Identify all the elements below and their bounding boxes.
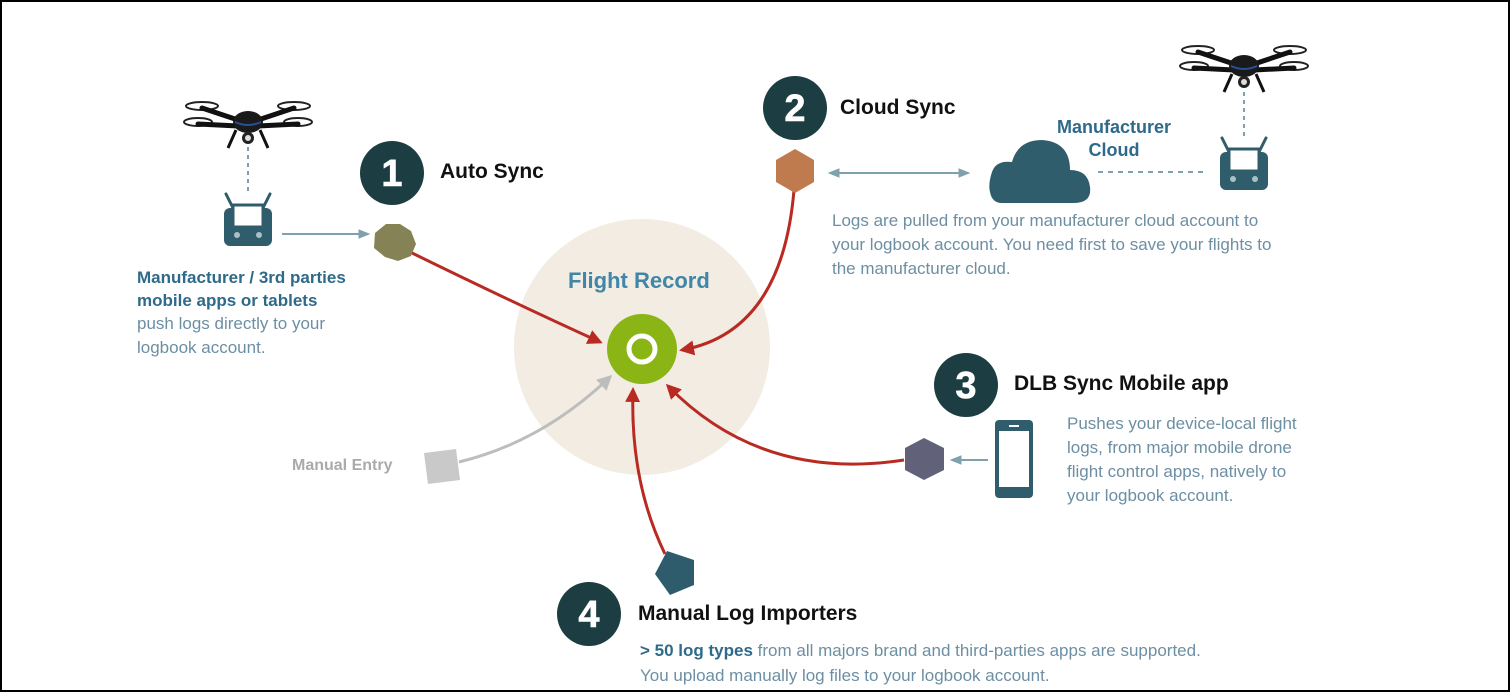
auto-sync-source-title: Manufacturer / 3rd parties mobile apps o… [137,266,346,312]
arrow-manual-importers [625,387,667,555]
manual-entry-node [424,449,460,484]
step-4-number: 4 [578,594,599,636]
dlb-desc-line-3: flight control apps, natively to [1067,462,1287,481]
remote-controller-icon-right [1220,136,1268,190]
dlb-desc-line-1: Pushes your device-local flight [1067,414,1297,433]
auto-sync-source-line-2: mobile apps or tablets [137,291,318,310]
manual-entry-label: Manual Entry [292,457,393,474]
step-2-number: 2 [784,88,805,130]
dlb-desc-line-2: logs, from major mobile drone [1067,438,1292,457]
step-1-title: Auto Sync [440,160,544,183]
manufacturer-cloud-label: Manufacturer Cloud [1046,116,1182,162]
cloud-label-line-2: Cloud [1088,140,1140,160]
auto-sync-description: push logs directly to your logbook accou… [137,312,325,360]
target-ring-icon [626,333,658,365]
flight-record-title: Flight Record [568,268,710,293]
step-3-title: DLB Sync Mobile app [1014,372,1229,395]
auto-sync-node [374,224,416,261]
arrow-manual-entry [458,374,613,464]
step-3-number: 3 [955,365,976,407]
auto-sync-desc-line-1: push logs directly to your [137,314,326,333]
step-4-title: Manual Log Importers [638,602,858,625]
step-1-badge: 1 [360,141,424,205]
cloud-sync-description: Logs are pulled from your manufacturer c… [832,209,1271,281]
auto-sync-source-line-1: Manufacturer / 3rd parties [137,268,346,287]
manual-importers-desc-line-1: > 50 log types from all majors brand and… [640,638,1201,663]
step-3-badge: 3 [934,353,998,417]
cloud-sync-desc-line-1: Logs are pulled from your manufacturer c… [832,211,1259,230]
cloud-icon [989,140,1091,203]
manual-importers-description: > 50 log types from all majors brand and… [640,638,1201,688]
cloud-label-line-1: Manufacturer [1056,117,1172,137]
smartphone-icon [995,420,1033,498]
cloud-sync-node [776,149,814,193]
dlb-sync-node [905,438,944,480]
drone-icon [183,101,313,149]
cloud-sync-desc-line-3: the manufacturer cloud. [832,259,1011,278]
step-1-number: 1 [381,153,402,195]
step-2-title: Cloud Sync [840,96,956,119]
arrow-dlb-sync [665,383,905,466]
auto-sync-desc-line-2: logbook account. [137,338,266,357]
drone-icon-right [1179,45,1309,93]
dlb-desc-line-4: your logbook account. [1067,486,1234,505]
step-2-badge: 2 [763,76,827,140]
arrow-cloud-sync [679,189,796,356]
manual-importers-desc-line-2: You upload manually log files to your lo… [640,666,1050,685]
step-4-badge: 4 [557,582,621,646]
cloud-sync-desc-line-2: your logbook account. You need first to … [832,235,1272,254]
flight-record-node [607,314,677,384]
manual-importers-node [655,551,694,595]
log-types-highlight: > 50 log types [640,641,753,660]
remote-controller-icon [224,192,272,246]
arrow-auto-sync [409,250,603,344]
dlb-sync-description: Pushes your device-local flight logs, fr… [1067,412,1297,508]
manual-importers-desc-rest: from all majors brand and third-parties … [752,641,1201,660]
